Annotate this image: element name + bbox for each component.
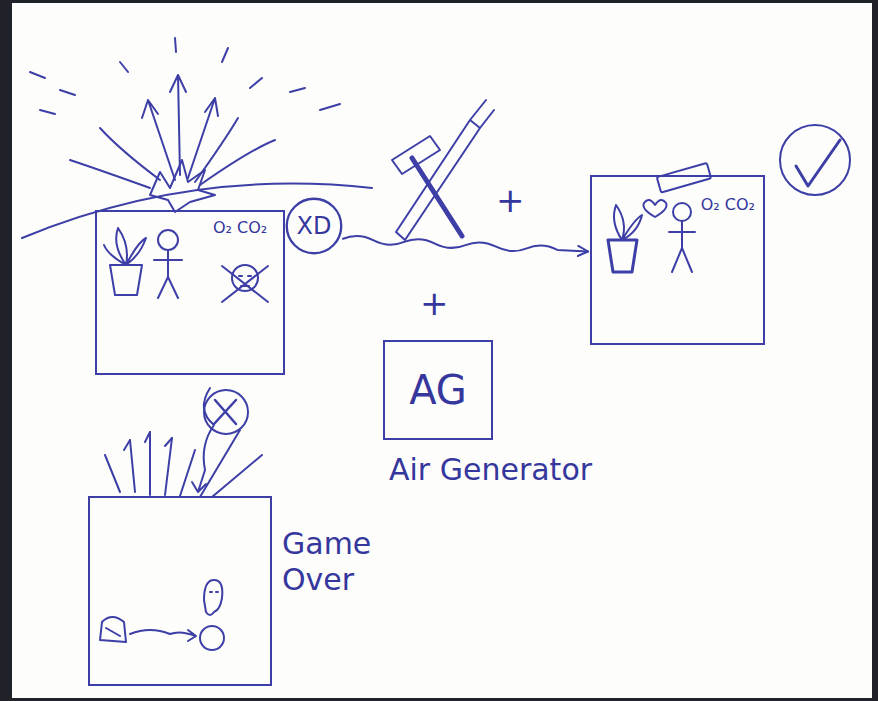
blast-arrow bbox=[188, 98, 218, 178]
game-over-box: Game Over bbox=[88, 496, 272, 686]
fallen-item bbox=[100, 617, 126, 642]
node-text: Game Over bbox=[282, 526, 382, 598]
fallen-figure bbox=[200, 626, 224, 650]
plus-sign: + bbox=[496, 183, 525, 217]
heart bbox=[643, 200, 666, 217]
blast-arrow bbox=[142, 100, 175, 180]
emote-circle: XD bbox=[285, 197, 343, 255]
check-mark bbox=[796, 140, 840, 186]
blast-heads bbox=[124, 432, 172, 450]
blast-spray bbox=[100, 128, 160, 180]
blast-arrow bbox=[170, 75, 186, 175]
room-box: O₂ CO₂ bbox=[95, 210, 285, 375]
generator-box: AGAir Generator bbox=[383, 340, 493, 440]
node-text: O₂ CO₂ bbox=[701, 195, 755, 214]
squiggle-arrow bbox=[192, 388, 214, 492]
plant-leaves bbox=[614, 205, 642, 240]
skull-bones bbox=[222, 266, 268, 302]
blast-spray bbox=[70, 160, 150, 188]
stick-figure-head bbox=[158, 230, 178, 250]
stick-figure-body bbox=[669, 221, 695, 272]
plant-leaves bbox=[104, 228, 146, 265]
stick-figure-head bbox=[673, 203, 691, 221]
check-circle bbox=[780, 125, 850, 195]
paper bbox=[12, 3, 872, 698]
blast-lines bbox=[105, 430, 262, 497]
node-caption: Air Generator bbox=[389, 452, 592, 488]
blast-spray bbox=[195, 118, 238, 182]
plant-pot bbox=[608, 240, 637, 272]
blast-dashes bbox=[30, 38, 340, 114]
ghost bbox=[204, 580, 222, 615]
screwdriver bbox=[396, 100, 494, 240]
node-text: AG bbox=[409, 366, 467, 414]
push-arrow bbox=[130, 630, 196, 641]
fail-mark bbox=[214, 400, 236, 424]
node-text: O₂ CO₂ bbox=[213, 218, 267, 237]
stick-figure-body bbox=[154, 250, 182, 298]
node-text: XD bbox=[297, 212, 332, 241]
room-box: O₂ CO₂ bbox=[590, 175, 765, 345]
fail-circle bbox=[204, 390, 248, 434]
air-device bbox=[657, 163, 711, 193]
hammer-handle bbox=[412, 158, 462, 236]
plus-sign: + bbox=[420, 286, 449, 320]
plant-pot bbox=[110, 265, 142, 295]
hammer-head bbox=[392, 136, 440, 174]
blast-spray bbox=[200, 140, 275, 185]
wavy-arrow bbox=[343, 236, 588, 251]
